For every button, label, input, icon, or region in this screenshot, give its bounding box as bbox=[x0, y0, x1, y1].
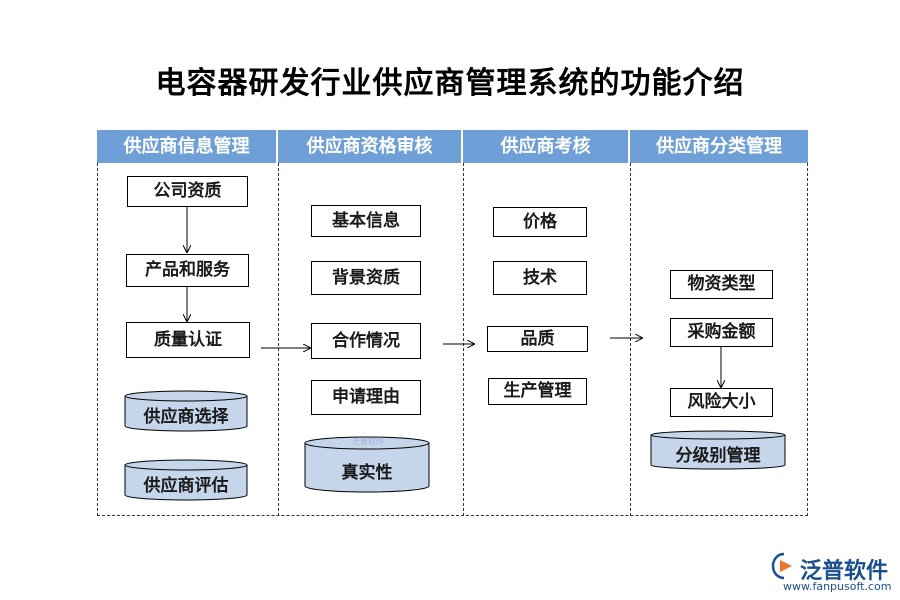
cylinder-shape bbox=[650, 430, 786, 470]
box-basic-info: 基本信息 bbox=[311, 205, 421, 237]
box-purchase-amount: 采购金额 bbox=[670, 318, 773, 347]
diagram-title: 电容器研发行业供应商管理系统的功能介绍 bbox=[155, 66, 745, 101]
cylinder-supplier-evaluation: 供应商评估 bbox=[124, 459, 248, 501]
cylinder-authenticity: 泛普软件 真实性 bbox=[304, 436, 430, 494]
box-price: 价格 bbox=[493, 207, 587, 237]
box-quality-certification: 质量认证 bbox=[126, 322, 250, 358]
column-header-info-management: 供应商信息管理 bbox=[97, 130, 278, 163]
divider-1 bbox=[278, 163, 279, 516]
column-header-qualification-review: 供应商资格审核 bbox=[278, 130, 463, 163]
cylinder-tier-management: 分级别管理 bbox=[650, 430, 786, 470]
cylinder-label: 供应商选择 bbox=[143, 407, 229, 427]
divider-right bbox=[807, 163, 808, 516]
column-header-assessment: 供应商考核 bbox=[463, 130, 630, 163]
divider-bottom bbox=[97, 515, 808, 516]
box-risk-level: 风险大小 bbox=[670, 388, 773, 417]
box-production-management: 生产管理 bbox=[488, 378, 587, 405]
logo-name: 泛普软件 bbox=[800, 559, 889, 584]
divider-2 bbox=[463, 163, 464, 516]
cylinder-shape bbox=[124, 390, 248, 432]
fanpu-logo-icon bbox=[771, 552, 792, 580]
column-header-classification: 供应商分类管理 bbox=[630, 130, 808, 163]
box-technology: 技术 bbox=[493, 261, 587, 295]
cylinder-shape bbox=[124, 459, 248, 501]
cylinder-label: 真实性 bbox=[341, 463, 393, 483]
box-products-services: 产品和服务 bbox=[126, 254, 249, 287]
box-company-qualification: 公司资质 bbox=[127, 176, 248, 207]
cylinder-label: 分级别管理 bbox=[675, 446, 761, 466]
divider-left bbox=[97, 163, 98, 516]
box-material-type: 物资类型 bbox=[670, 270, 773, 299]
box-quality: 品质 bbox=[487, 326, 588, 352]
box-background-qualification: 背景资质 bbox=[311, 261, 421, 295]
cylinder-label: 供应商评估 bbox=[143, 476, 229, 496]
logo-url: www.fanpusoft.com bbox=[783, 580, 892, 593]
watermark-text: 泛普软件 bbox=[352, 437, 384, 446]
divider-3 bbox=[630, 163, 631, 516]
cylinder-supplier-selection: 供应商选择 bbox=[124, 390, 248, 432]
box-application-reason: 申请理由 bbox=[311, 380, 421, 415]
cylinder-shape bbox=[304, 436, 430, 493]
box-cooperation-status: 合作情况 bbox=[311, 323, 421, 359]
